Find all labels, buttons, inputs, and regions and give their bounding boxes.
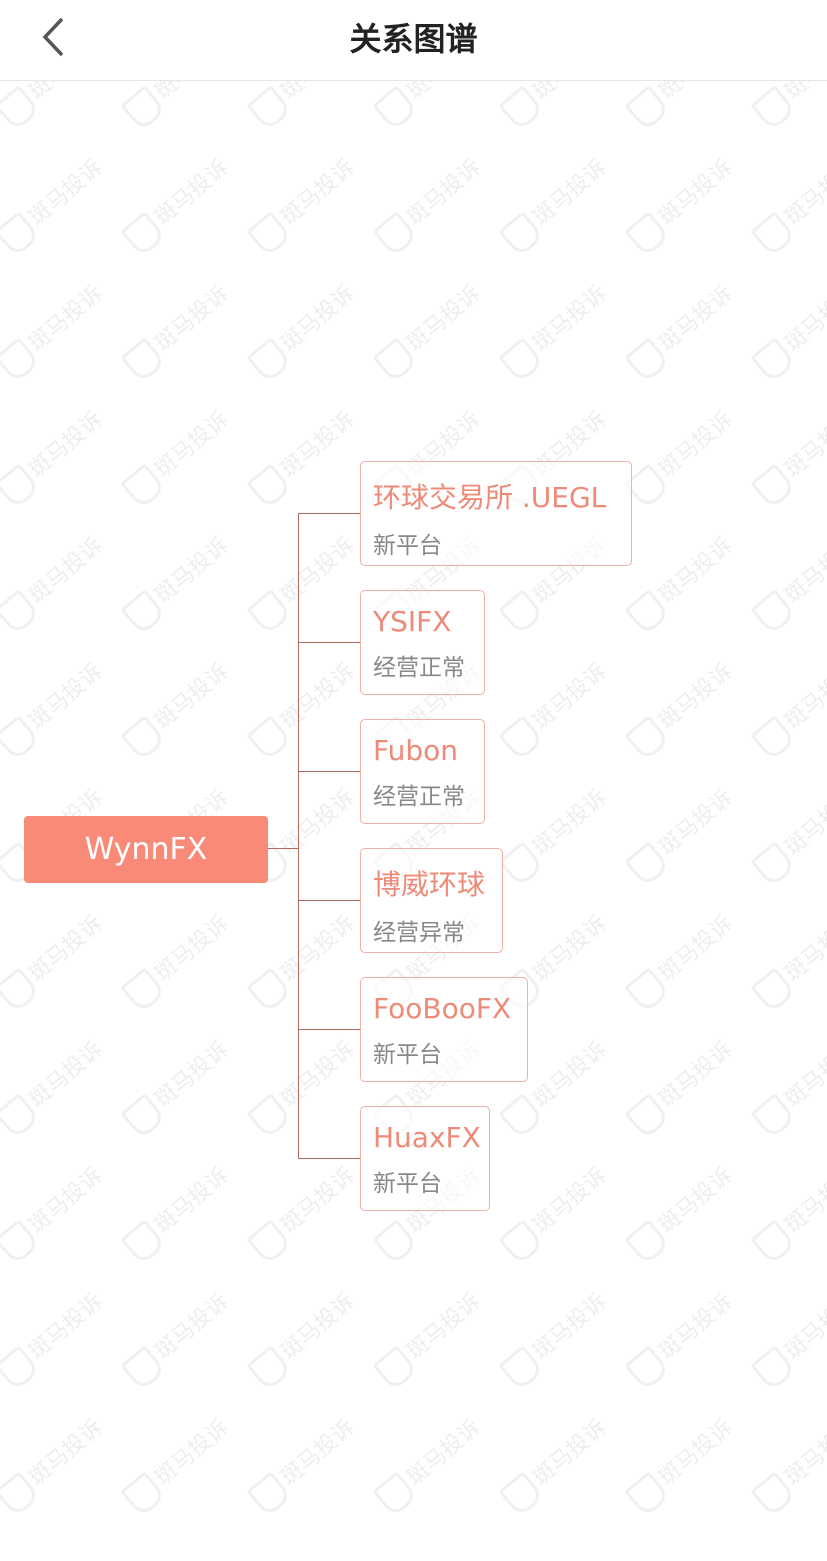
chevron-left-icon [42, 17, 64, 57]
child-node[interactable]: FooBooFX 新平台 [360, 977, 528, 1082]
page-title: 关系图谱 [349, 20, 478, 58]
node-name: 环球交易所 .UEGL [373, 481, 607, 514]
branch-connector [298, 513, 360, 514]
root-connector [268, 848, 298, 849]
node-name: 博威环球 [373, 868, 486, 901]
node-name: FooBooFX [373, 992, 512, 1025]
header-bar: 关系图谱 [0, 0, 827, 81]
branch-connector [298, 1158, 360, 1159]
child-node[interactable]: HuaxFX 新平台 [360, 1106, 490, 1211]
node-name: Fubon [373, 734, 458, 767]
node-status: 新平台 [373, 1042, 442, 1068]
node-name: YSIFX [373, 605, 452, 638]
child-node[interactable]: 博威环球经营异常 [360, 848, 503, 953]
branch-connector [298, 642, 360, 643]
node-name: HuaxFX [373, 1121, 481, 1154]
branch-connector [298, 900, 360, 901]
node-status: 经营异常 [373, 920, 465, 946]
child-node[interactable]: YSIFX 经营正常 [360, 590, 485, 695]
root-node[interactable]: WynnFX [24, 816, 268, 883]
back-button[interactable] [36, 14, 76, 60]
node-status: 经营正常 [373, 655, 465, 681]
vertical-connector [298, 513, 299, 1158]
node-status: 新平台 [373, 1171, 442, 1197]
branch-connector [298, 1029, 360, 1030]
branch-connector [298, 771, 360, 772]
child-node[interactable]: Fubon 经营正常 [360, 719, 485, 824]
node-status: 新平台 [373, 533, 442, 559]
node-status: 经营正常 [373, 784, 465, 810]
child-node[interactable]: 环球交易所 .UEGL 新平台 [360, 461, 632, 566]
